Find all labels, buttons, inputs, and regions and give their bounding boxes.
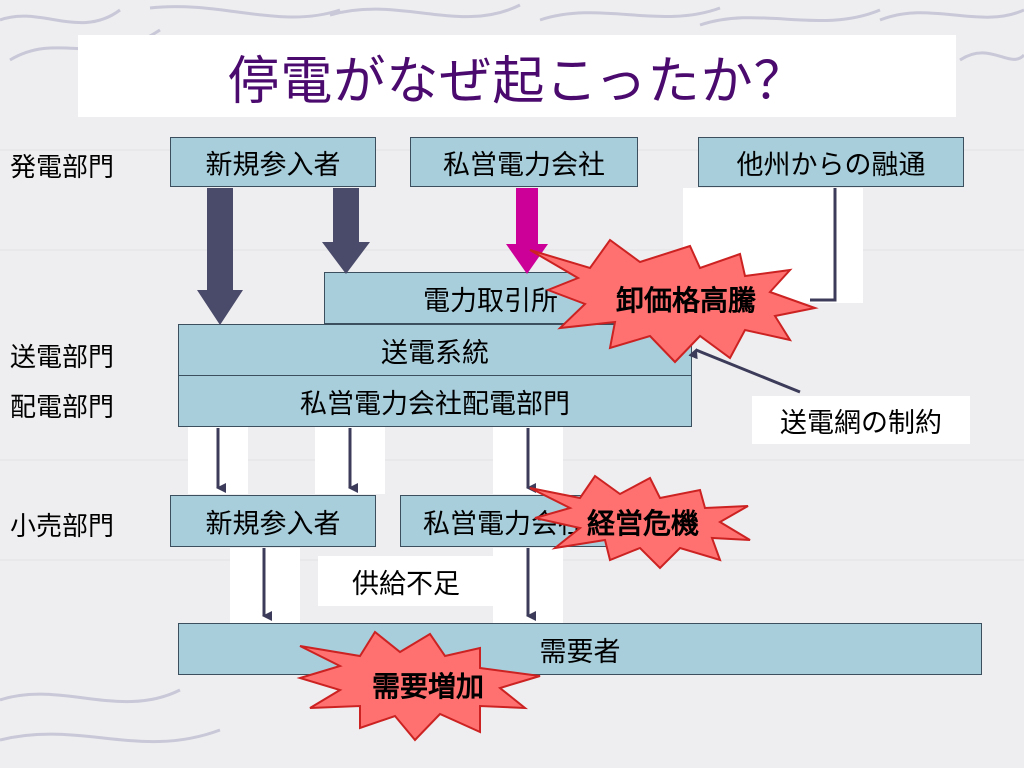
label-transmission: 送電部門: [10, 343, 115, 373]
burst-demand-increase: [296, 630, 541, 742]
thick-arrow-left: [197, 188, 243, 325]
label-distribution: 配電部門: [10, 393, 115, 423]
box-gen-other-state: 他州からの融通: [698, 137, 964, 187]
page-title: 停電がなぜ起こったか？: [227, 51, 807, 112]
box-gen-private-utility: 私営電力会社: [410, 137, 638, 187]
box-distribution-dept: 私営電力会社配電部門: [178, 375, 692, 427]
title-box: 停電がなぜ起こったか？: [78, 35, 956, 117]
burst-business-crisis: [529, 474, 751, 570]
callout-supply-shortage: 供給不足: [318, 556, 494, 606]
thick-arrow-right: [322, 188, 370, 274]
label-retail: 小売部門: [10, 512, 115, 542]
burst-wholesale-price: [529, 238, 819, 364]
other-state-line: [810, 188, 837, 302]
grid-constraint-arrow: [688, 348, 801, 394]
box-gen-new-entrant: 新規参入者: [170, 137, 376, 187]
burst-label-business-crisis: 経営危機: [586, 507, 700, 540]
burst-label-wholesale-price: 卸価格高騰: [615, 284, 757, 317]
burst-label-demand-increase: 需要増加: [371, 670, 485, 703]
box-retail-new-entrant: 新規参入者: [170, 495, 376, 547]
label-generation: 発電部門: [10, 153, 115, 183]
box-transmission-system: 送電系統: [178, 324, 692, 376]
magenta-arrow: [506, 188, 548, 274]
callout-grid-constraint: 送電網の制約: [752, 396, 970, 444]
